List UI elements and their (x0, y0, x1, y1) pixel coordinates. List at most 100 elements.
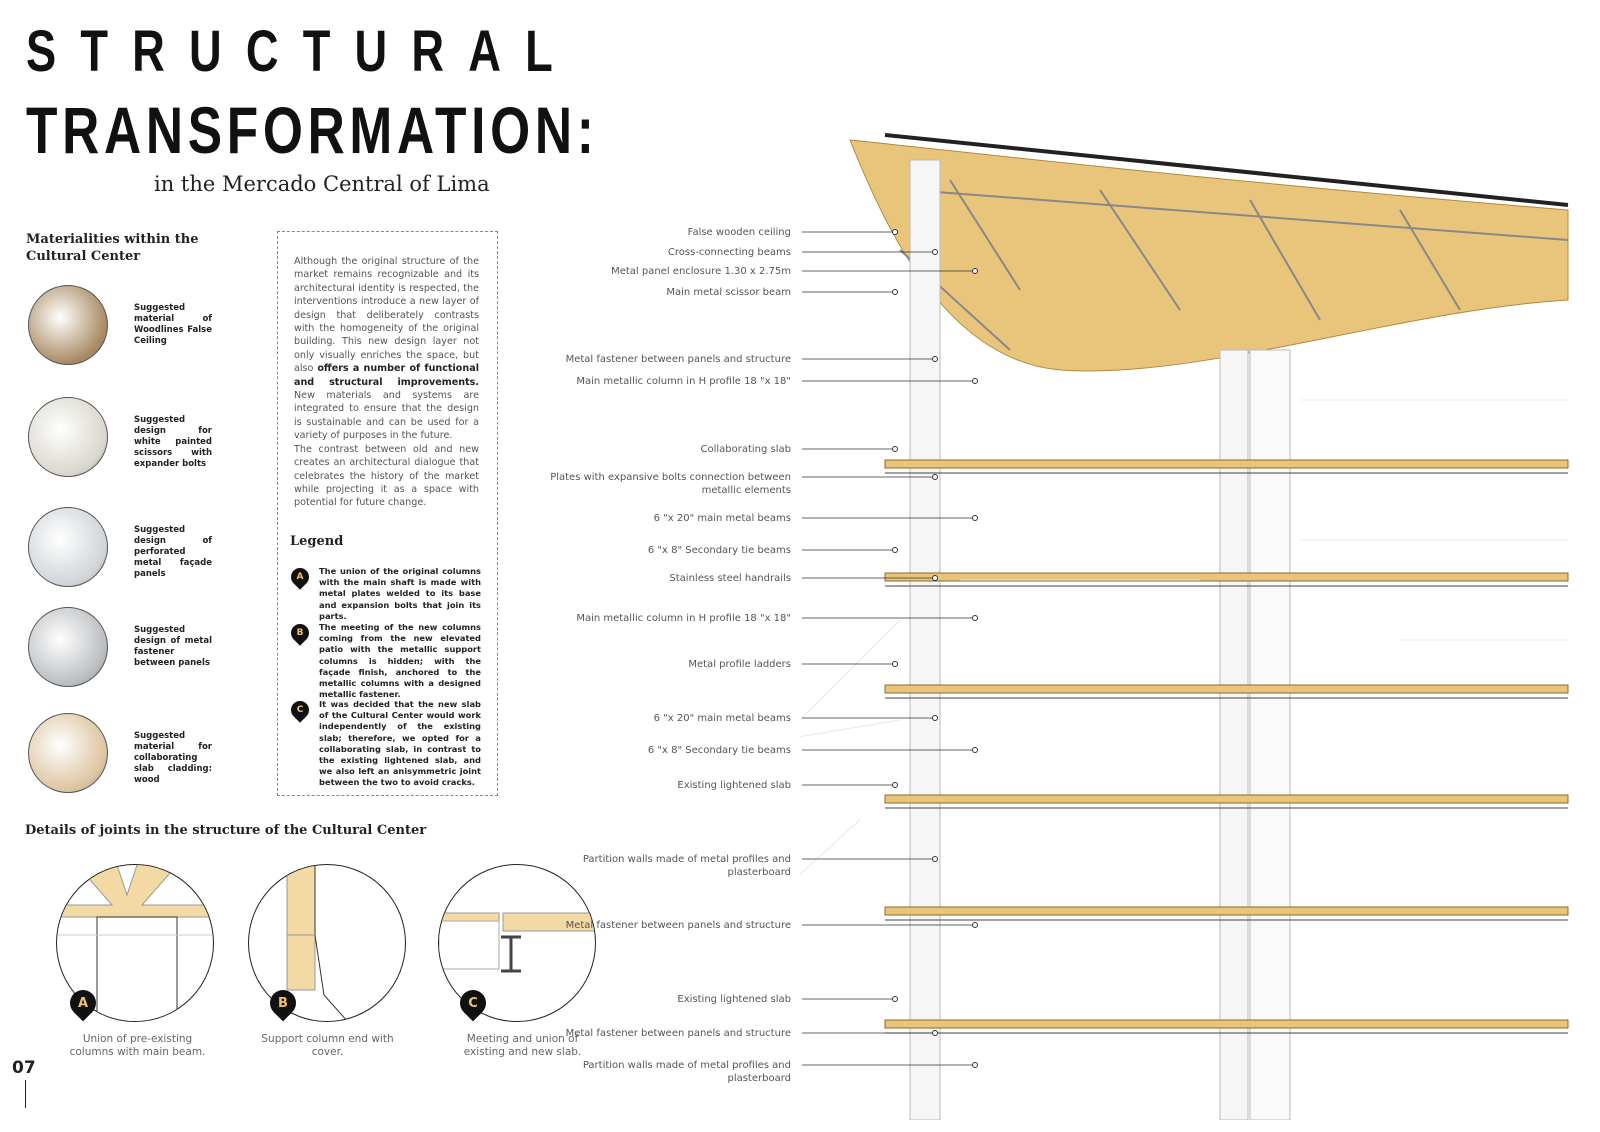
leader-dot (932, 715, 938, 721)
leader-dot (892, 547, 898, 553)
leader-dot (972, 922, 978, 928)
leader-dot (932, 474, 938, 480)
leader-dot (892, 782, 898, 788)
location-pin-icon: A (64, 984, 102, 1022)
legend-text: The union of the original columns with t… (319, 566, 481, 621)
material-swatch (28, 607, 108, 687)
joint-caption: Meeting and union of existing and new sl… (463, 1033, 582, 1058)
section-label: Collaborating slab (700, 444, 791, 455)
material-swatch (28, 713, 108, 793)
section-label: Partition walls made of metal profiles a… (582, 854, 791, 878)
page-number-rule (25, 1080, 26, 1108)
slab-band (884, 684, 1569, 694)
pin-letter: C (296, 705, 304, 715)
section-label: 6 "x 20" main metal beams (653, 513, 791, 524)
interior-hatching (960, 399, 1568, 641)
leader-dot (972, 515, 978, 521)
subtitle: in the Mercado Central of Lima (154, 172, 490, 196)
section-label: Metal fastener between panels and struct… (565, 354, 791, 365)
title-line-2: TRANSFORMATION: (26, 93, 599, 167)
ghost-context-lines (800, 619, 901, 875)
slab-band (884, 1019, 1569, 1029)
section-label: False wooden ceiling (687, 227, 791, 238)
legend-text: It was decided that the new slab of the … (319, 699, 481, 788)
slabs (884, 459, 1569, 1034)
structural-section-drawing (800, 133, 1569, 1120)
leader-dot (972, 378, 978, 384)
pin-letter: A (296, 572, 304, 582)
leader-dot (972, 268, 978, 274)
legend-title: Legend (290, 534, 344, 549)
material-caption: Suggested material of Woodlines False Ce… (134, 303, 212, 346)
section-label: 6 "x 8" Secondary tie beams (647, 745, 791, 756)
material-caption: Suggested design of metal fastener betwe… (134, 625, 212, 668)
leader-dot (932, 856, 938, 862)
slab-band (884, 459, 1569, 469)
section-label: 6 "x 8" Secondary tie beams (647, 545, 791, 556)
joint-c-drawing (439, 912, 595, 973)
section-label: Existing lightened slab (677, 780, 791, 791)
section-label: Plates with expansive bolts connection b… (550, 472, 791, 496)
location-pin-icon: A (287, 564, 313, 590)
description-text: Although the original structure of the m… (294, 255, 479, 510)
pin-letter: B (278, 995, 288, 1011)
leader-dot (932, 356, 938, 362)
location-pin-icon: C (454, 984, 492, 1022)
joint-a-drawing (57, 865, 213, 1021)
legend-item: B The meeting of the new columns coming … (287, 620, 481, 700)
section-label: Main metal scissor beam (666, 287, 791, 298)
material-swatch (28, 285, 108, 365)
material-swatch (28, 397, 108, 477)
leader-dot (972, 747, 978, 753)
roof-wood-ceiling (849, 139, 1569, 372)
leader-dot (892, 446, 898, 452)
location-pin-icon: B (287, 620, 313, 646)
pin-letter: C (468, 995, 478, 1011)
joints-heading: Details of joints in the structure of th… (25, 823, 427, 838)
leader-dot (932, 1030, 938, 1036)
legend-item: A The union of the original columns with… (287, 564, 481, 622)
page-number: 07 (12, 1058, 36, 1078)
leader-dot (932, 575, 938, 581)
leader-dot (972, 615, 978, 621)
section-label: 6 "x 20" main metal beams (653, 713, 791, 724)
columns (909, 159, 1291, 1120)
material-caption: Suggested design of perforated metal faç… (134, 525, 212, 579)
slab-band (884, 906, 1569, 916)
leader-dot (972, 1062, 978, 1068)
title-line-1: STRUCTURAL (26, 19, 577, 84)
leader-dot (892, 661, 898, 667)
description-part-1: Although the original structure of the m… (294, 256, 479, 375)
section-label: Metal panel enclosure 1.30 x 2.75m (611, 266, 791, 277)
description-box (277, 231, 498, 796)
location-pin-icon: C (287, 697, 313, 723)
leader-dot (932, 249, 938, 255)
roof-trusses (899, 179, 1569, 351)
section-label: Stainless steel handrails (669, 573, 791, 584)
legend-item: C It was decided that the new slab of th… (287, 697, 481, 789)
slab-band (884, 572, 1569, 582)
material-caption: Suggested material for collaborating sla… (134, 731, 212, 785)
section-label: Main metallic column in H profile 18 "x … (576, 376, 791, 387)
leader-dot (892, 289, 898, 295)
description-part-3: The contrast between old and new creates… (294, 443, 479, 509)
joint-caption: Union of pre-existing columns with main … (69, 1033, 206, 1058)
section-label: Metal fastener between panels and struct… (565, 920, 791, 931)
leader-dot (892, 996, 898, 1002)
leader-lines (802, 229, 978, 1068)
section-label: Metal profile ladders (688, 659, 791, 670)
section-label: Metal fastener between panels and struct… (565, 1028, 791, 1039)
material-swatch (28, 507, 108, 587)
location-pin-icon: B (264, 984, 302, 1022)
material-caption: Suggested design for white painted sciss… (134, 415, 212, 469)
section-label: Existing lightened slab (677, 994, 791, 1005)
joint-b-drawing (286, 865, 348, 1021)
leader-dot (892, 229, 898, 235)
roof-line (884, 133, 1569, 207)
description-bold: offers a number of functional and struct… (294, 363, 479, 388)
legend-text: The meeting of the new columns coming fr… (319, 622, 481, 700)
materials-heading: Materialities within the Cultural Center (26, 232, 199, 264)
section-label: Cross-connecting beams (667, 247, 791, 258)
pin-letter: B (296, 628, 304, 638)
joint-caption: Support column end with cover. (261, 1033, 394, 1058)
